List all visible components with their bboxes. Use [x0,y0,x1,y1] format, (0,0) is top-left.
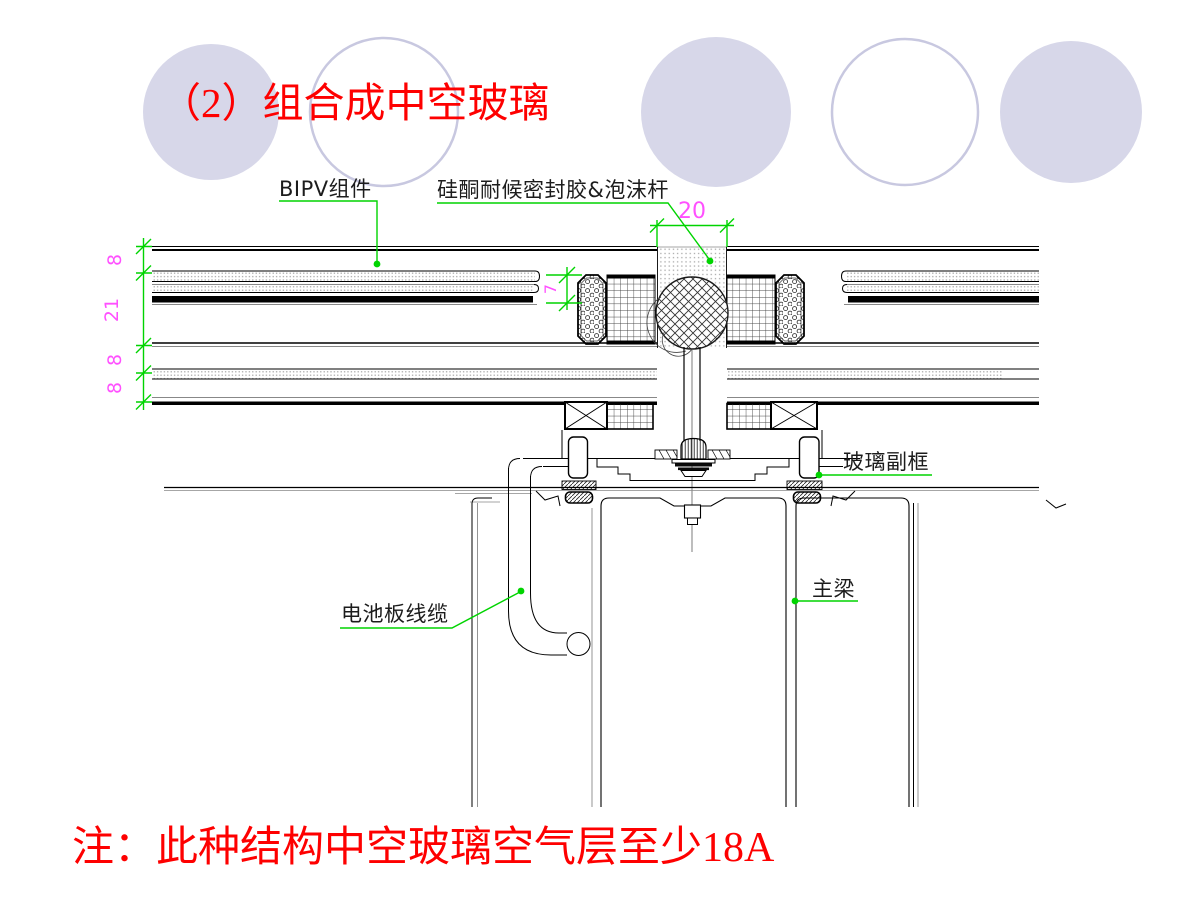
spacer-grid-left [606,274,656,345]
frame-xbox-right [770,401,818,430]
dimension-value-8a: 8 [104,254,126,266]
dimension-pv-thickness: 7 [541,266,582,312]
frame-slot-right [798,436,820,479]
decorative-circle-outline [830,37,980,187]
pv-cable [508,458,591,656]
slide-title: （2）组合成中空玻璃 [160,80,550,126]
connector-frame [523,401,860,504]
spacer-grid-right [726,274,776,345]
leader-subframe [815,471,932,479]
frame-grid-left [606,402,654,430]
annotations: 20 7 8 21 8 8 BIPV组件 硅酮耐候密封胶&泡沫杆 玻璃副框 电池… [101,177,932,629]
leader-bipv [279,200,381,268]
note-text: 注：此种结构中空玻璃空气层至少18A [72,824,775,871]
dimension-value-8c: 8 [104,382,126,394]
mullion [471,497,919,807]
leader-sealant [437,202,714,265]
clamp-wings [654,449,731,460]
leader-cable [340,587,525,629]
frame-grid-right [726,402,772,430]
frame-xbox-left [564,401,608,430]
label-beam: 主梁 [812,577,855,601]
interior-surface [164,486,1067,509]
dimension-value-20: 20 [678,199,706,224]
bolt [671,437,716,477]
cable-end [566,632,591,656]
foam-rod [646,276,729,357]
mullion-box-right [795,497,910,807]
glass-unit-left [152,246,657,405]
dimension-chain-left: 8 21 8 8 [101,238,152,410]
edge-spacers [577,274,805,345]
dimension-value-21: 21 [101,298,123,322]
decorative-circle-outline [308,36,460,188]
gasket-right [786,480,823,490]
gasket-left [561,480,597,490]
label-bipv: BIPV组件 [279,177,372,201]
spacer-octagon-left [577,274,607,345]
glass-unit-right [727,246,1039,405]
label-subframe: 玻璃副框 [843,450,929,474]
frame-slot-left [567,436,589,479]
decorative-circles [143,36,1142,188]
lower-bolt [683,504,702,525]
dimension-value-7: 7 [541,284,560,294]
dimension-joint-width: 20 [649,199,735,247]
decorative-circle-filled [143,44,279,180]
decorative-circle-filled [641,37,791,187]
label-sealant: 硅酮耐候密封胶&泡沫杆 [437,178,669,202]
seal-left [564,491,594,504]
label-cable: 电池板线缆 [341,602,449,626]
mullion-box-center [600,497,787,807]
leader-beam [791,597,858,605]
dimension-value-8b: 8 [104,354,126,366]
spacer-octagon-right [775,274,805,345]
decorative-circle-filled [1000,41,1142,183]
